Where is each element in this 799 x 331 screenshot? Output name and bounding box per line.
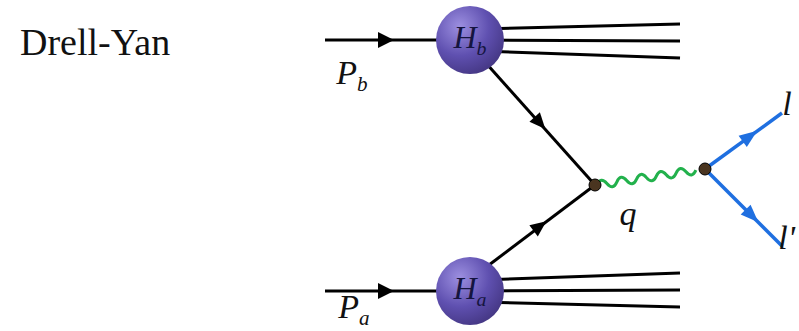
hadron-blob: Ha (436, 257, 504, 325)
hadron-label: Hb (453, 21, 486, 59)
hadron-label: Ha (453, 272, 486, 310)
diagram-title: Drell-Yan (20, 23, 170, 61)
lepton-label: l (782, 87, 791, 121)
lepton-label: l' (778, 221, 795, 255)
photon-label: q (620, 197, 637, 231)
hadron-blob: Hb (436, 6, 504, 74)
momentum-label: Pa (338, 290, 369, 329)
momentum-label: Pb (336, 56, 367, 95)
